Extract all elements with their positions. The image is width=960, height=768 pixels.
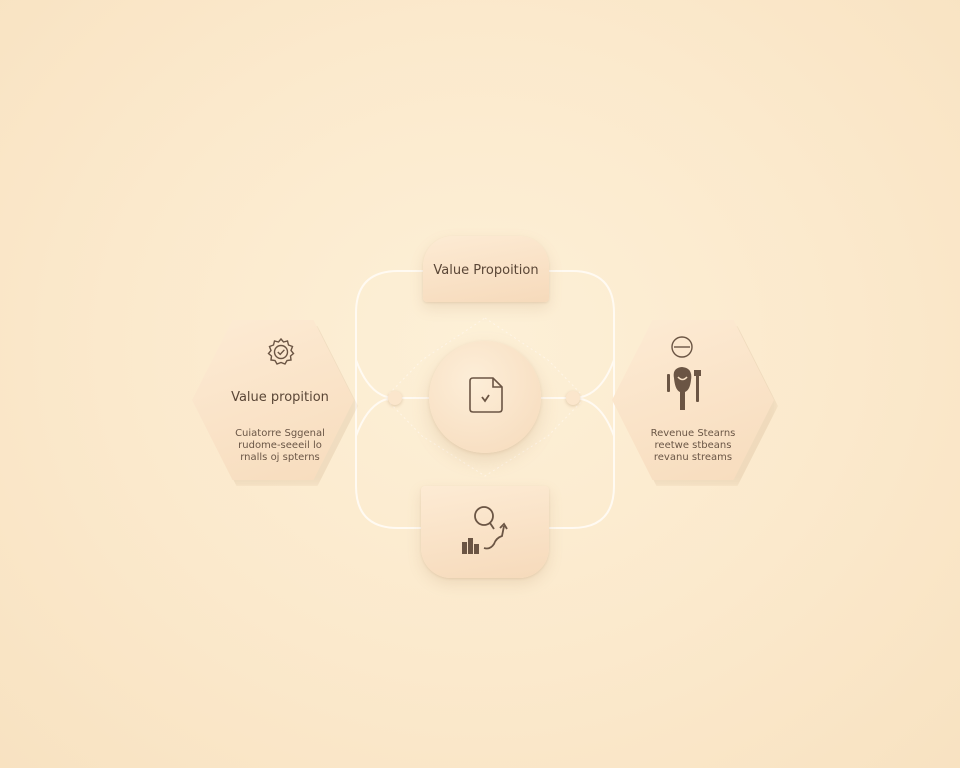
center-glow-outline	[384, 317, 586, 477]
right-node-description: Revenue Stearns reetwe stbeans revanu st…	[612, 428, 774, 464]
right-node-description-line: revanu streams	[653, 452, 733, 463]
right-junction-dot	[566, 391, 580, 405]
left-node-description: Cuiatorre Sggenal rudome-seeeil lo rnall…	[200, 428, 360, 464]
bottom-node[interactable]	[421, 486, 549, 578]
top-node[interactable]	[423, 236, 549, 302]
left-node-description-line: rudome-seeeil lo	[238, 440, 322, 451]
left-junction-dot	[388, 391, 402, 405]
search-chart-icon	[462, 506, 508, 554]
left-node-description-line: Cuiatorre Sggenal	[235, 428, 325, 439]
document-icon	[469, 377, 503, 413]
left-node-title: Value propition	[231, 390, 329, 405]
right-node-description-line: Revenue Stearns	[650, 428, 736, 439]
top-node-title: Value Propoition	[433, 263, 539, 278]
person-with-tools-icon	[667, 336, 701, 410]
center-node[interactable]	[429, 341, 541, 453]
left-node-description-line: rnalls oj spterns	[240, 452, 320, 463]
outer-loop-line	[355, 270, 423, 529]
right-node-description-line: reetwe stbeans	[654, 440, 732, 451]
gear-check-icon	[267, 337, 295, 365]
